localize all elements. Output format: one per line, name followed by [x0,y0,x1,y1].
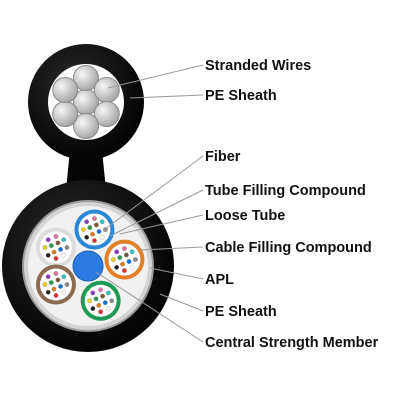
messenger-wire-section [28,44,144,160]
fiber [106,290,111,296]
leader-fiber [103,155,204,231]
wire-strand [93,101,120,127]
fiber [133,257,138,262]
fiber [93,296,99,302]
fiber [129,265,135,270]
leader-apl [149,267,204,280]
fiber [109,298,115,304]
fiber [90,306,96,311]
fiber [61,274,67,280]
leader-pe-sheath-bottom [159,293,204,312]
wire-strand [52,77,79,103]
fiber [61,252,67,258]
fiber [53,293,59,298]
leader-cable-filling [139,246,204,251]
fiber [49,280,54,285]
fiber [64,245,70,250]
leader-central-member [95,271,204,343]
fiber [117,255,123,260]
fiber [90,290,96,296]
leader-loose-tube [119,214,204,235]
fiber [122,268,127,273]
fiber [51,286,57,292]
fiber [98,287,104,293]
label-pe-sheath-top: PE Sheath [205,88,277,104]
fiber [55,240,61,246]
fiber [126,259,132,264]
fiber [99,219,105,225]
callout-labels: Stranded Wires PE Sheath Fiber Tube Fill… [205,58,379,351]
stranded-wires [52,65,120,139]
fiber [99,234,105,240]
wire-strand [52,101,79,127]
fiber [122,246,127,251]
fiber [94,222,99,228]
fiber [42,245,48,250]
fiber [64,282,70,287]
fiber [96,303,102,308]
fiber [87,225,93,230]
fiber [42,282,48,287]
fiber [45,289,51,295]
label-tube-filling-compound: Tube Filling Compound [205,183,366,199]
sheath-web [66,150,106,190]
fiber [90,231,95,237]
fiber [81,227,86,232]
wire-strand [93,77,120,103]
fiber [58,247,63,252]
fiber [51,249,57,255]
fiber [87,298,93,304]
fiber [53,271,59,276]
fiber [92,216,97,221]
fiber [114,249,120,255]
fiber [53,256,59,261]
wire-strand [73,65,99,91]
label-loose-tube: Loose Tube [205,208,285,224]
fiber [120,261,125,267]
fiber [45,252,51,258]
label-apl: APL [205,272,234,288]
label-central-strength-member: Central Strength Member [205,335,379,351]
fiber [61,237,67,243]
leader-stranded-wires [107,64,204,89]
leader-lines [95,64,204,343]
fiber [55,277,61,283]
fiber [111,257,116,262]
label-cable-filling-compound: Cable Filling Compound [205,240,372,256]
label-fiber: Fiber [205,149,241,165]
fiber [100,293,105,299]
fiber [102,300,108,306]
fiber [98,309,104,315]
fiber [61,289,67,295]
fiber [84,219,89,225]
leader-pe-sheath-top [129,94,204,99]
label-stranded-wires: Stranded Wires [205,58,311,74]
fiber [49,243,54,248]
fiber [96,229,102,234]
fiber [124,252,129,258]
fiber [45,274,51,280]
leader-tube-filling [109,189,204,237]
fiber [45,237,51,243]
central-strength-member [72,250,104,282]
fiber [129,249,135,255]
fiber [58,284,63,289]
fiber [92,238,97,243]
label-pe-sheath-bottom: PE Sheath [205,304,277,320]
fiber [84,234,89,240]
fiber [114,265,120,270]
loose-tubes [35,209,145,321]
wire-strand [73,113,99,139]
fiber [53,234,59,239]
fiber [106,306,111,311]
main-cable-section [2,180,174,352]
